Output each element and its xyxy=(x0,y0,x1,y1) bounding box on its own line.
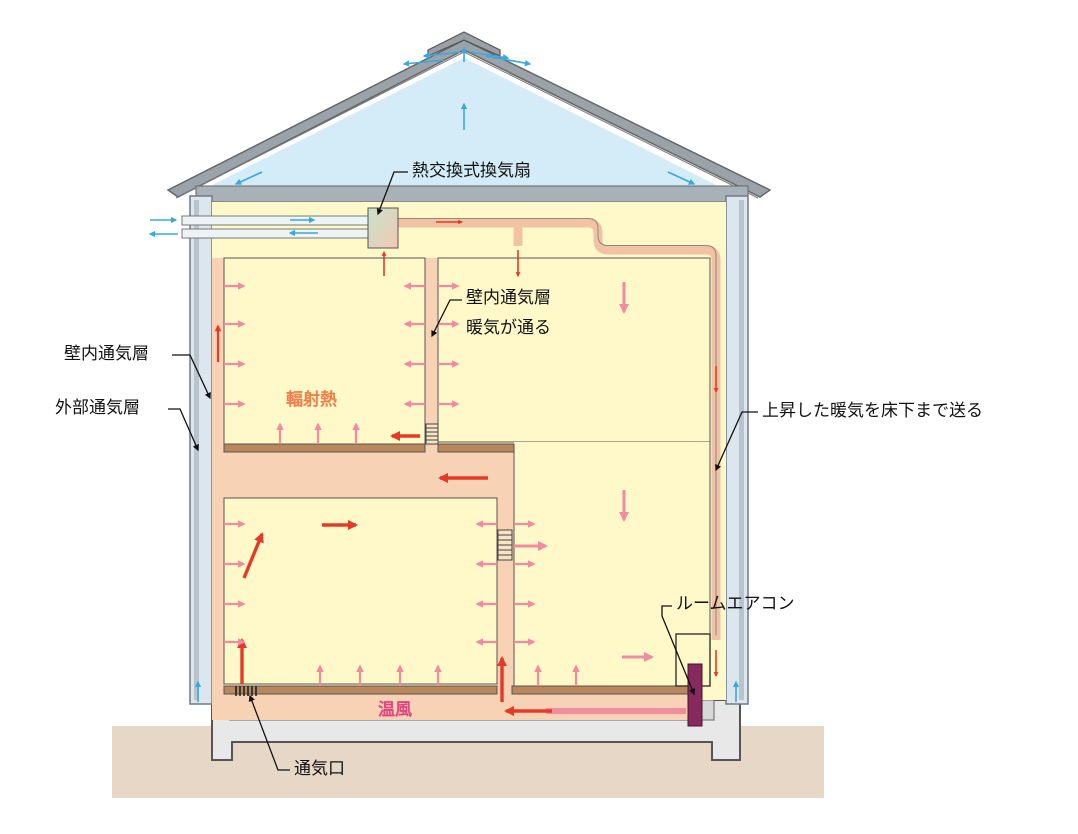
upper-left-room xyxy=(223,257,426,445)
label-rising-warm-air: 上昇した暖気を床下まで送る xyxy=(762,401,983,421)
label-partition-air-layer: 壁内通気層 xyxy=(466,288,551,308)
label-warm-wind: 温風 xyxy=(378,700,412,720)
right-wall xyxy=(725,195,749,705)
right-room xyxy=(437,257,711,443)
label-radiant-heat: 輻射熱 xyxy=(286,390,337,410)
second-floor-slab-right xyxy=(437,443,515,453)
label-heat-exchange-fan: 熱交換式換気扇 xyxy=(412,161,531,181)
room-aircon xyxy=(687,663,703,727)
underfloor-air-layer xyxy=(212,692,696,720)
return-duct xyxy=(398,218,721,640)
heat-exchange-fan-unit xyxy=(367,207,399,249)
partition-air-layer-upper xyxy=(425,258,438,452)
ceiling-beam xyxy=(195,185,749,203)
label-outer-air-layer: 外部通気層 xyxy=(55,398,140,418)
blue-ventilation-arrows xyxy=(148,46,740,702)
partition-grille-upper xyxy=(425,423,439,445)
label-vent: 通気口 xyxy=(294,759,345,779)
red-circulation-arrows xyxy=(214,219,719,702)
partition-air-layer-lower xyxy=(497,452,514,692)
label-room-aircon: ルームエアコン xyxy=(676,594,795,614)
ground-floor-slab-left xyxy=(223,685,498,695)
floor-air-layer xyxy=(212,452,514,498)
lower-left-room xyxy=(223,497,498,685)
pink-heat-arrows xyxy=(224,282,655,686)
floor-vent-grille xyxy=(235,686,257,696)
label-inner-wall-air-layer: 壁内通気層 xyxy=(64,344,149,364)
left-wall xyxy=(189,195,213,705)
leader-lines xyxy=(168,171,758,771)
second-floor-slab-left xyxy=(223,443,426,453)
ground-floor-slab-right xyxy=(511,685,699,695)
partition-grille-lower xyxy=(497,529,513,561)
label-warm-air-passes: 暖気が通る xyxy=(466,318,551,338)
